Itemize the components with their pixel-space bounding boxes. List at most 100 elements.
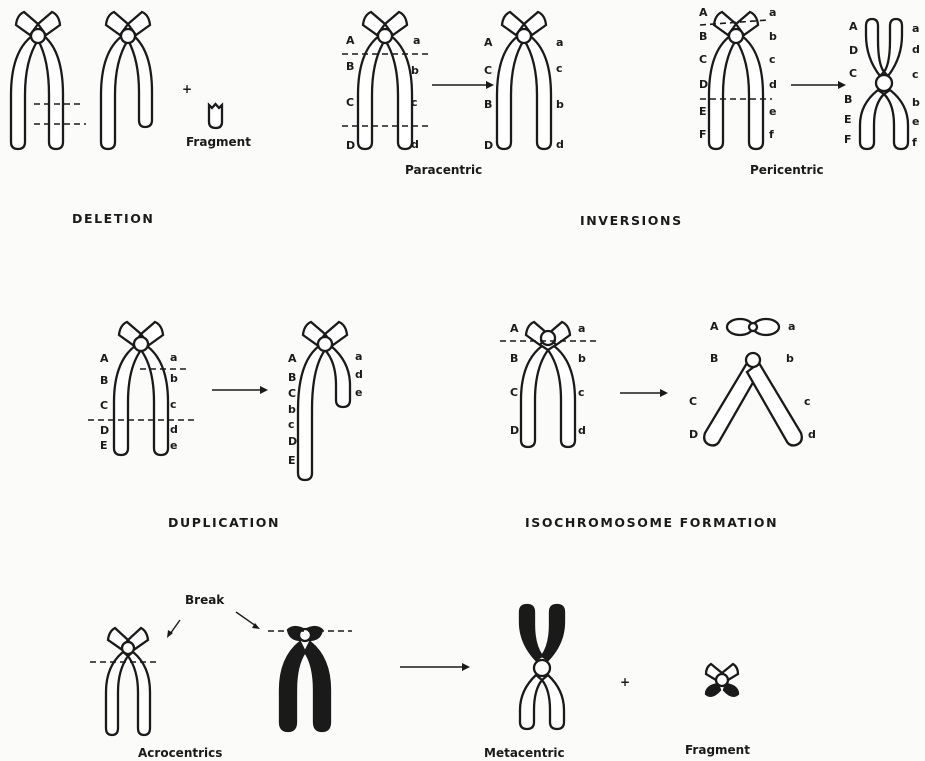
deleted-fragment <box>209 104 222 128</box>
break-label: Break <box>185 593 225 607</box>
paracentric-chromosome-before <box>342 12 430 149</box>
gene-label: b <box>578 352 586 365</box>
gene-label: b <box>411 64 419 77</box>
gene-label: d <box>556 138 564 151</box>
gene-label: c <box>170 398 177 411</box>
gene-label: D <box>510 424 519 437</box>
plus-sign: + <box>182 82 192 96</box>
gene-label: E <box>699 105 707 118</box>
gene-label: b <box>912 96 920 109</box>
pericentric-inversion: A B C D E F a b c d e f A D C B E F a d … <box>699 6 920 177</box>
gene-label: A <box>510 322 519 335</box>
gene-label: b <box>786 352 794 365</box>
gene-label: B <box>844 93 852 106</box>
gene-label: e <box>912 115 919 128</box>
gene-label: C <box>849 67 857 80</box>
gene-label: e <box>769 105 776 118</box>
bottom-fragment <box>706 664 738 696</box>
gene-label: d <box>578 424 586 437</box>
gene-label: E <box>844 113 852 126</box>
isochromosome-panel: A B C D a b c d A a B C D b c d ISOCHROM… <box>500 319 816 530</box>
gene-label: F <box>699 128 707 141</box>
gene-label: D <box>689 428 698 441</box>
deletion-panel: + Fragment DELETION <box>11 12 251 226</box>
gene-label: d <box>769 78 777 91</box>
gene-label: c <box>804 395 811 408</box>
gene-label: c <box>411 96 418 109</box>
deletion-title: DELETION <box>72 211 154 226</box>
gene-label: d <box>411 138 419 151</box>
gene-label: C <box>484 64 492 77</box>
inversions-title: INVERSIONS <box>580 213 683 228</box>
gene-label: c <box>288 418 295 431</box>
gene-label: a <box>355 350 362 363</box>
gene-label: C <box>510 386 518 399</box>
gene-label: f <box>769 128 774 141</box>
gene-label: c <box>912 68 919 81</box>
gene-label: a <box>912 22 919 35</box>
gene-label: b <box>288 403 296 416</box>
duplication-chromosome-after <box>298 322 350 480</box>
duplication-arrow <box>212 386 268 394</box>
paracentric-arrow <box>432 81 494 89</box>
gene-label: B <box>346 60 354 73</box>
gene-label: A <box>100 352 109 365</box>
gene-label: a <box>769 6 776 19</box>
gene-label: c <box>769 53 776 66</box>
gene-label: d <box>355 368 363 381</box>
metacentric-label: Metacentric <box>484 746 565 760</box>
pericentric-arrow <box>791 81 846 89</box>
isochromosome-chromosome-after <box>704 319 802 445</box>
gene-label: d <box>170 423 178 436</box>
gene-label: D <box>100 424 109 437</box>
gene-label: b <box>556 98 564 111</box>
gene-label: B <box>510 352 518 365</box>
gene-label: B <box>288 371 296 384</box>
isochromosome-arrow <box>620 389 668 397</box>
pericentric-chromosome-before <box>700 12 772 149</box>
acrocentrics-label: Acrocentrics <box>138 746 222 760</box>
fragment-label: Fragment <box>186 135 251 149</box>
gene-label: A <box>346 34 355 47</box>
acrocentric-fusion-panel: Break Acrocentrics <box>90 593 750 760</box>
gene-label: E <box>100 439 108 452</box>
gene-label: a <box>413 34 420 47</box>
duplication-title: DUPLICATION <box>168 515 280 530</box>
paracentric-label: Paracentric <box>405 163 482 177</box>
pericentric-label: Pericentric <box>750 163 824 177</box>
gene-label: D <box>288 435 297 448</box>
gene-label: D <box>346 139 355 152</box>
gene-label: e <box>355 386 362 399</box>
gene-label: d <box>808 428 816 441</box>
gene-label: d <box>912 43 920 56</box>
break-pointer-arrows <box>167 612 260 638</box>
gene-label: E <box>288 454 296 467</box>
acrocentric-chromosome-dark <box>268 627 352 731</box>
isochromosome-title: ISOCHROMOSOME FORMATION <box>525 515 778 530</box>
gene-label: a <box>170 351 177 364</box>
gene-label: f <box>912 136 917 149</box>
gene-label: A <box>699 6 708 19</box>
gene-label: B <box>699 30 707 43</box>
gene-label: b <box>769 30 777 43</box>
metacentric-chromosome <box>520 605 564 729</box>
gene-label: B <box>100 374 108 387</box>
deletion-chromosome-original <box>11 12 86 149</box>
gene-label: b <box>170 372 178 385</box>
paracentric-chromosome-after <box>497 12 551 149</box>
gene-label: c <box>578 386 585 399</box>
gene-label: a <box>578 322 585 335</box>
gene-label: B <box>484 98 492 111</box>
gene-label: A <box>849 20 858 33</box>
acrocentric-chromosome-white <box>90 628 158 735</box>
gene-label: D <box>699 78 708 91</box>
gene-label: C <box>699 53 707 66</box>
gene-label: A <box>288 352 297 365</box>
deletion-chromosome-deleted <box>101 12 152 149</box>
paracentric-inversion: A B C D a b c d A C B D a c b d Paracent… <box>342 12 564 177</box>
gene-label: e <box>170 439 177 452</box>
gene-label: B <box>710 352 718 365</box>
duplication-panel: A B C D E a b c d e A B C b c D E a d e … <box>88 322 363 530</box>
gene-label: C <box>689 395 697 408</box>
